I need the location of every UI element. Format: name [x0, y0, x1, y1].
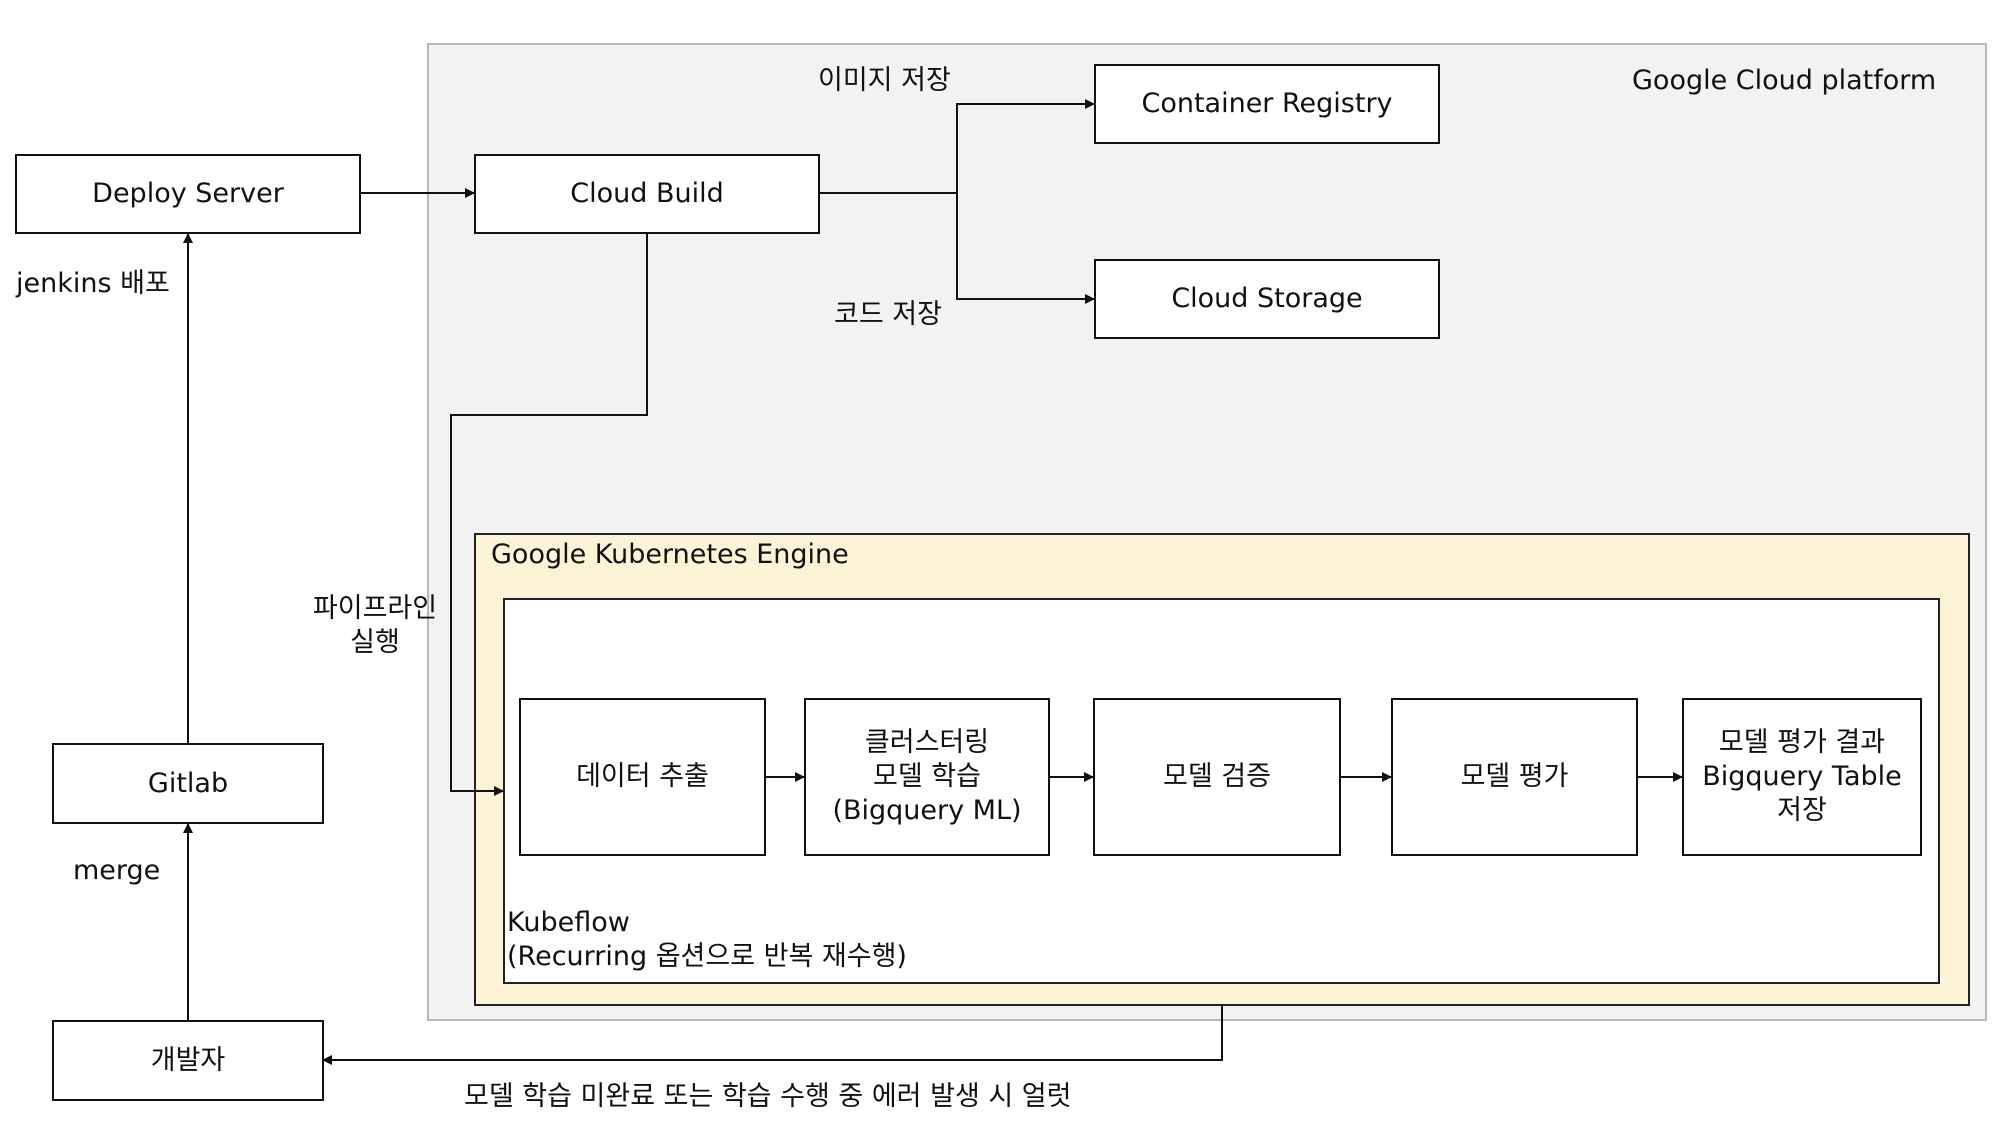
merge-label: merge	[73, 855, 161, 886]
pipeline-run-label: 파이프라인 실행	[312, 593, 438, 658]
cloud-build-node: Cloud Build	[474, 154, 820, 234]
image-save-label: 이미지 저장	[818, 65, 951, 96]
gcp-region-title: Google Cloud platform	[1632, 65, 1937, 96]
pipeline-step-model-validation: 모델 검증	[1093, 698, 1341, 856]
edge-split-to-storage	[956, 193, 1095, 304]
edge-cloudbuild-to-kubeflow	[450, 232, 648, 796]
kubeflow-region-title: Kubeflow (Recurring 옵션으로 반복 재수행)	[507, 907, 907, 972]
developer-node: 개발자	[52, 1020, 324, 1101]
edge-split-to-registry	[956, 99, 1095, 193]
jenkins-deploy-label: jenkins 배포	[16, 268, 170, 299]
alert-label: 모델 학습 미완료 또는 학습 수행 중 에러 발생 시 얼럿	[464, 1081, 1072, 1112]
pipeline-step-data-extraction: 데이터 추출	[519, 698, 766, 856]
pipeline-step-model-evaluation: 모델 평가	[1391, 698, 1638, 856]
pipeline-step-save-results: 모델 평가 결과 Bigquery Table 저장	[1682, 698, 1922, 856]
container-registry-node: Container Registry	[1094, 64, 1440, 144]
gitlab-node: Gitlab	[52, 743, 324, 824]
edge-gke-to-developer	[322, 1006, 1223, 1065]
pipeline-step-clustering-training: 클러스터링 모델 학습 (Bigquery ML)	[804, 698, 1050, 856]
gke-region-title: Google Kubernetes Engine	[491, 539, 849, 570]
code-save-label: 코드 저장	[834, 299, 942, 330]
deploy-server-node: Deploy Server	[15, 154, 361, 234]
cloud-storage-node: Cloud Storage	[1094, 259, 1440, 339]
